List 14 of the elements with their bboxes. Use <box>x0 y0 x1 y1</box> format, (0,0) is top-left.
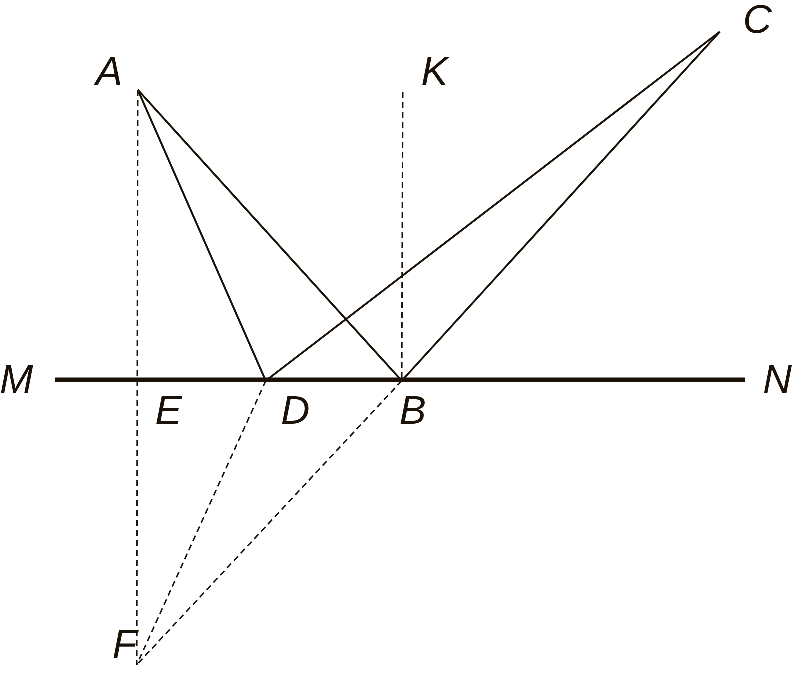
point-label: K <box>404 52 448 92</box>
dashed-line <box>136 380 267 666</box>
point-label: F <box>92 625 137 666</box>
dashed-line <box>136 90 139 665</box>
dashed-line <box>401 92 404 381</box>
point-label: N <box>745 358 792 402</box>
dashed-line <box>136 380 403 666</box>
point-label: E <box>140 381 182 431</box>
point-label: D <box>266 381 310 431</box>
point-label: C <box>720 0 772 32</box>
point-label: B <box>393 381 433 431</box>
line-segment <box>55 378 745 382</box>
point-label: M <box>0 358 55 402</box>
point-label: A <box>96 52 138 90</box>
